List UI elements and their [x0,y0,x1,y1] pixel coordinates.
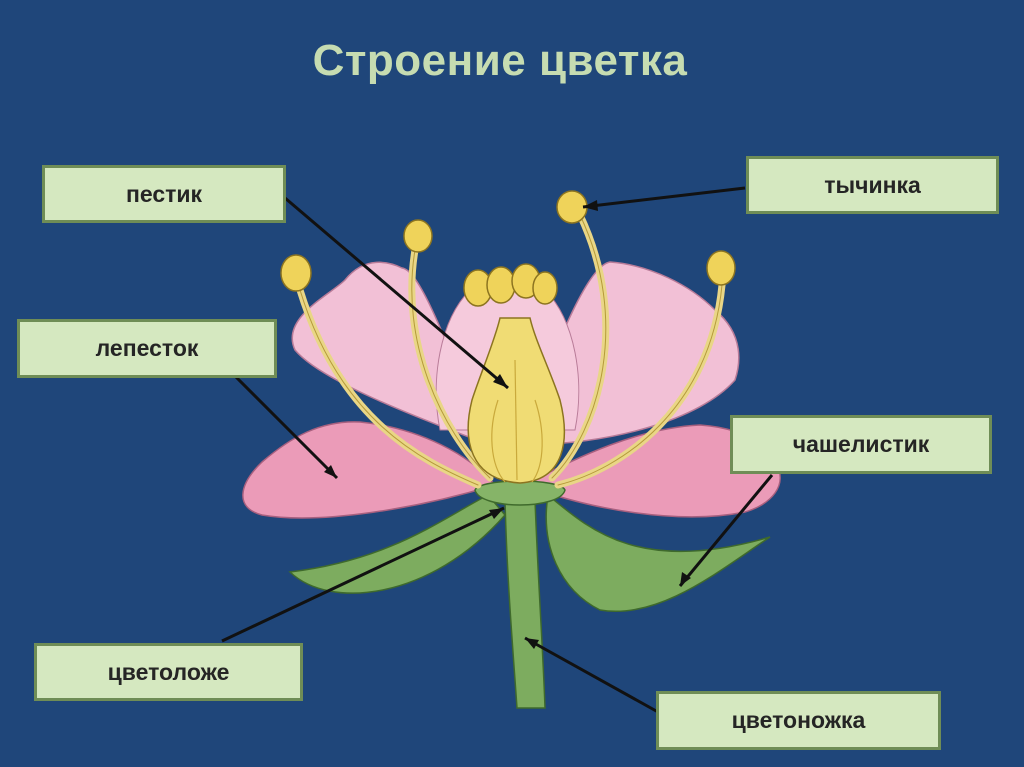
pistil-lines [491,359,543,483]
pedicel-stem [504,499,546,709]
stamen-anthers [280,190,736,292]
pointer-arrowheads [324,200,691,649]
label-pistil: пестик [42,165,286,223]
label-sepal: чашелистик [730,415,992,474]
pointer-lines [221,186,774,714]
pistil-stigma [463,263,558,307]
label-receptacle: цветоложе [34,643,303,701]
label-petal: лепесток [17,319,277,378]
label-stamen: тычинка [746,156,999,214]
page-title: Строение цветка [312,36,688,85]
sepal-right [545,493,771,612]
receptacle [474,480,566,506]
sepal-left [288,494,506,594]
label-pedicel: цветоножка [656,691,941,750]
